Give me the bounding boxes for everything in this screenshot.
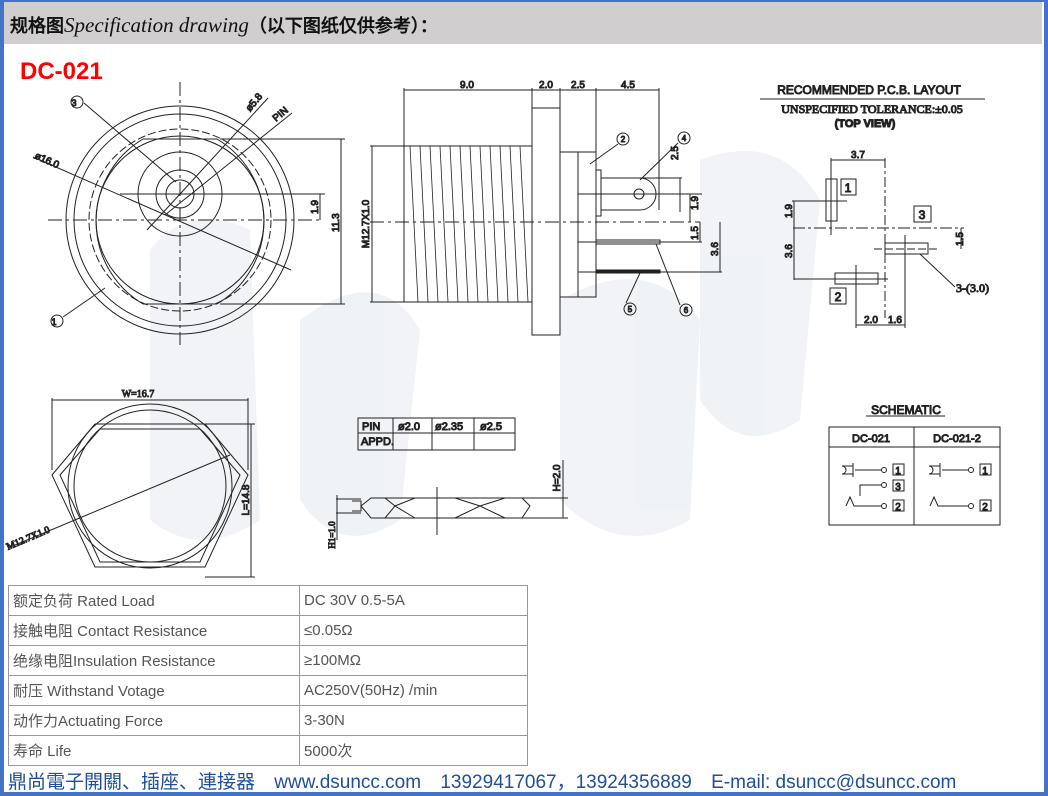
spec-label: 接触电阻 Contact Resistance bbox=[8, 615, 300, 646]
header-bar: 规格图Specification drawing（以下图纸仅供参考）： bbox=[4, 2, 1042, 44]
spec-value: ≤0.05Ω bbox=[299, 615, 528, 646]
schematic bbox=[828, 415, 1001, 526]
footer-website[interactable]: www.dsuncc.com bbox=[274, 772, 422, 793]
dim-2-5-side: 2.5 bbox=[670, 146, 681, 160]
pin-side-view bbox=[336, 460, 568, 540]
callout-5: 5 bbox=[628, 305, 633, 314]
pin-h1: H1=1.0 bbox=[327, 521, 337, 549]
footer-phones: 13929417067，13924356889 bbox=[440, 772, 692, 793]
nut-view bbox=[7, 398, 255, 578]
dim-1-9: 1.9 bbox=[310, 200, 321, 214]
schematic-col-dc021: DC-021 bbox=[852, 433, 890, 445]
footer: 鼎尚電子開關、插座、連接器 www.dsuncc.com 13929417067… bbox=[8, 767, 970, 794]
spec-label: 耐压 Withstand Votage bbox=[8, 675, 300, 706]
dim-11-3: 11.3 bbox=[331, 213, 342, 232]
pin-h: H=2.0 bbox=[552, 464, 563, 491]
pcb-dim-3-6: 3.6 bbox=[784, 244, 795, 258]
pcb-dim-1-9: 1.9 bbox=[784, 204, 795, 218]
schematic-title: SCHEMATIC bbox=[871, 403, 941, 417]
table-row: 接触电阻 Contact Resistance≤0.05Ω bbox=[8, 615, 528, 646]
dia-outer: ø16.0 bbox=[33, 151, 61, 172]
spec-value: AC250V(50Hz) /min bbox=[299, 675, 528, 706]
table-row: 绝缘电阻Insulation Resistance≥100MΩ bbox=[8, 645, 528, 676]
model-number: DC-021 bbox=[20, 58, 103, 85]
title-en: Specification drawing bbox=[64, 13, 249, 37]
pin-table-header-2-0: ø2.0 bbox=[398, 421, 420, 433]
callout-2: 2 bbox=[621, 135, 626, 144]
pcb-dim-1-5: 1.5 bbox=[955, 232, 966, 246]
pcb-pin-2: 2 bbox=[835, 290, 842, 304]
pin-table bbox=[357, 417, 516, 451]
spec-label: 动作力Actuating Force bbox=[8, 705, 300, 736]
pcb-layout bbox=[760, 98, 985, 328]
pcb-pin-3: 3 bbox=[919, 208, 926, 222]
spec-label: 寿命 Life bbox=[8, 735, 300, 766]
pcb-slot: 3-(3.0) bbox=[956, 281, 989, 295]
pcb-title: RECOMMENDED P.C.B. LAYOUT bbox=[777, 83, 961, 97]
pin-table-header-2-5: ø2.5 bbox=[480, 421, 502, 433]
pcb-dim-2-0: 2.0 bbox=[864, 315, 878, 326]
schematic-pin-3: 3 bbox=[895, 482, 901, 493]
dim-2-0: 2.0 bbox=[539, 80, 553, 91]
title-note: （以下图纸仅供参考）： bbox=[248, 16, 438, 37]
pcb-dim-3-7: 3.7 bbox=[851, 150, 865, 161]
schematic-pin-2: 2 bbox=[895, 502, 901, 513]
pcb-pin-1: 1 bbox=[845, 181, 852, 195]
dim-3-6-side: 3.6 bbox=[710, 242, 721, 256]
spec-value: 5000次 bbox=[299, 735, 528, 766]
dim-1-5-side: 1.5 bbox=[690, 226, 701, 240]
nut-length: L=14.8 bbox=[241, 484, 252, 515]
callout-3: 3 bbox=[71, 98, 76, 108]
front-view bbox=[32, 82, 345, 345]
pin-label: PIN bbox=[271, 105, 291, 124]
dia-inner: ø5.8 bbox=[244, 91, 266, 114]
pin-table-header-pin: PIN bbox=[362, 421, 380, 433]
footer-email[interactable]: E-mail: dsuncc@dsuncc.com bbox=[711, 772, 957, 793]
schematic2-pin-1: 1 bbox=[982, 466, 988, 477]
dim-9-0: 9.0 bbox=[460, 80, 474, 91]
spec-value: DC 30V 0.5-5A bbox=[299, 585, 528, 616]
schematic-pin-1: 1 bbox=[895, 466, 901, 477]
callout-6: 6 bbox=[684, 306, 689, 315]
callout-4: 4 bbox=[682, 134, 687, 143]
footer-company: 鼎尚電子開關、插座、連接器 bbox=[8, 772, 256, 793]
spec-value: ≥100MΩ bbox=[299, 645, 528, 676]
dim-4-5: 4.5 bbox=[621, 80, 635, 91]
side-view bbox=[370, 88, 722, 336]
spec-label: 额定负荷 Rated Load bbox=[8, 585, 300, 616]
callout-1: 1 bbox=[51, 317, 56, 327]
watermark bbox=[150, 151, 820, 540]
nut-thread: M12.7X1.0 bbox=[5, 525, 52, 553]
nut-width: W=16.7 bbox=[122, 389, 155, 400]
pcb-view: (TOP VIEW) bbox=[835, 118, 896, 130]
schematic-col-dc021-2: DC-021-2 bbox=[933, 433, 981, 445]
dim-1-9-side: 1.9 bbox=[690, 196, 701, 210]
pcb-dim-1-6: 1.6 bbox=[888, 315, 902, 326]
pcb-tolerance: UNSPECIFIED TOLERANCE:±0.05 bbox=[781, 102, 963, 116]
title-cn: 规格图 bbox=[10, 16, 64, 37]
schematic2-pin-2: 2 bbox=[982, 502, 988, 513]
pin-table-header-2-35: ø2.35 bbox=[435, 421, 463, 433]
dim-2-5: 2.5 bbox=[571, 80, 585, 91]
pin-table-appd: APPD. bbox=[361, 436, 394, 448]
spec-value: 3-30N bbox=[299, 705, 528, 736]
spec-label: 绝缘电阻Insulation Resistance bbox=[8, 645, 300, 676]
thread-label: M12.7X1.0 bbox=[361, 199, 372, 248]
